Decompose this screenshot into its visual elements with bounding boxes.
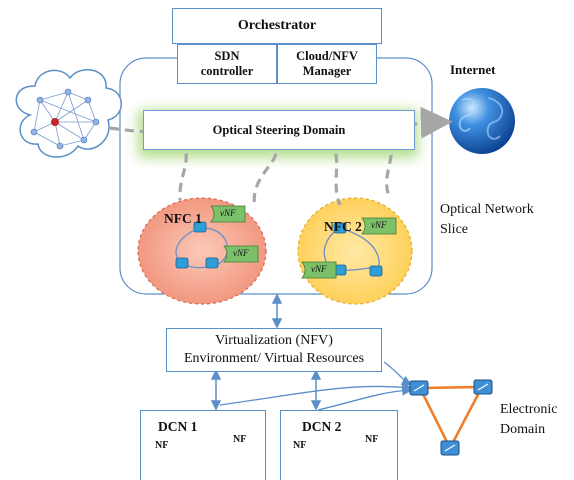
nf-label: NF (155, 440, 169, 451)
optical-network-slice-label: Optical Network Slice (440, 202, 534, 237)
cloud-network-icon (15, 69, 122, 158)
dcn1-label: DCN 1 (158, 419, 198, 434)
dcn2-label: DCN 2 (302, 419, 342, 434)
electronic-domain-label: Electronic Domain (500, 402, 558, 437)
vnf-label: vNF (371, 220, 387, 230)
virtualization-box: Virtualization (NFV) Environment/ Virtua… (166, 328, 382, 372)
nf-label: NF (233, 434, 247, 445)
electronic-ring (409, 379, 493, 456)
optical-steering-domain-label: Optical Steering Domain (212, 122, 346, 137)
cloud-nfv-manager-label: Cloud/NFV Manager (296, 49, 358, 78)
vnf-label: vNF (220, 208, 236, 218)
nfc2-label: NFC 2 (324, 219, 362, 234)
vnf-flag-icon (210, 205, 397, 279)
vnf-label: vNF (233, 248, 249, 258)
nfc2-region (297, 197, 413, 305)
sdn-controller-label: SDN controller (200, 49, 254, 78)
sdn-controller-box: SDN controller (177, 44, 277, 84)
dcn2-box (280, 410, 398, 480)
switch-icon (175, 221, 383, 277)
globe-icon (449, 88, 515, 154)
nf-label: NF (293, 440, 307, 451)
orchestrator-title: Orchestrator (237, 18, 317, 33)
cloud-nfv-manager-box: Cloud/NFV Manager (277, 44, 377, 84)
optical-steering-domain-box: Optical Steering Domain (143, 110, 415, 150)
nfc1-region (137, 197, 267, 305)
vnf-label: vNF (311, 264, 327, 274)
internet-label: Internet (450, 62, 496, 77)
dcn1-box (140, 410, 266, 480)
nfc1-label: NFC 1 (164, 211, 202, 226)
nf-label: NF (365, 434, 379, 445)
virtualization-line1: Virtualization (NFV) (215, 333, 333, 348)
orchestrator-box: Orchestrator (172, 8, 382, 44)
virtualization-line2: Environment/ Virtual Resources (183, 351, 365, 366)
